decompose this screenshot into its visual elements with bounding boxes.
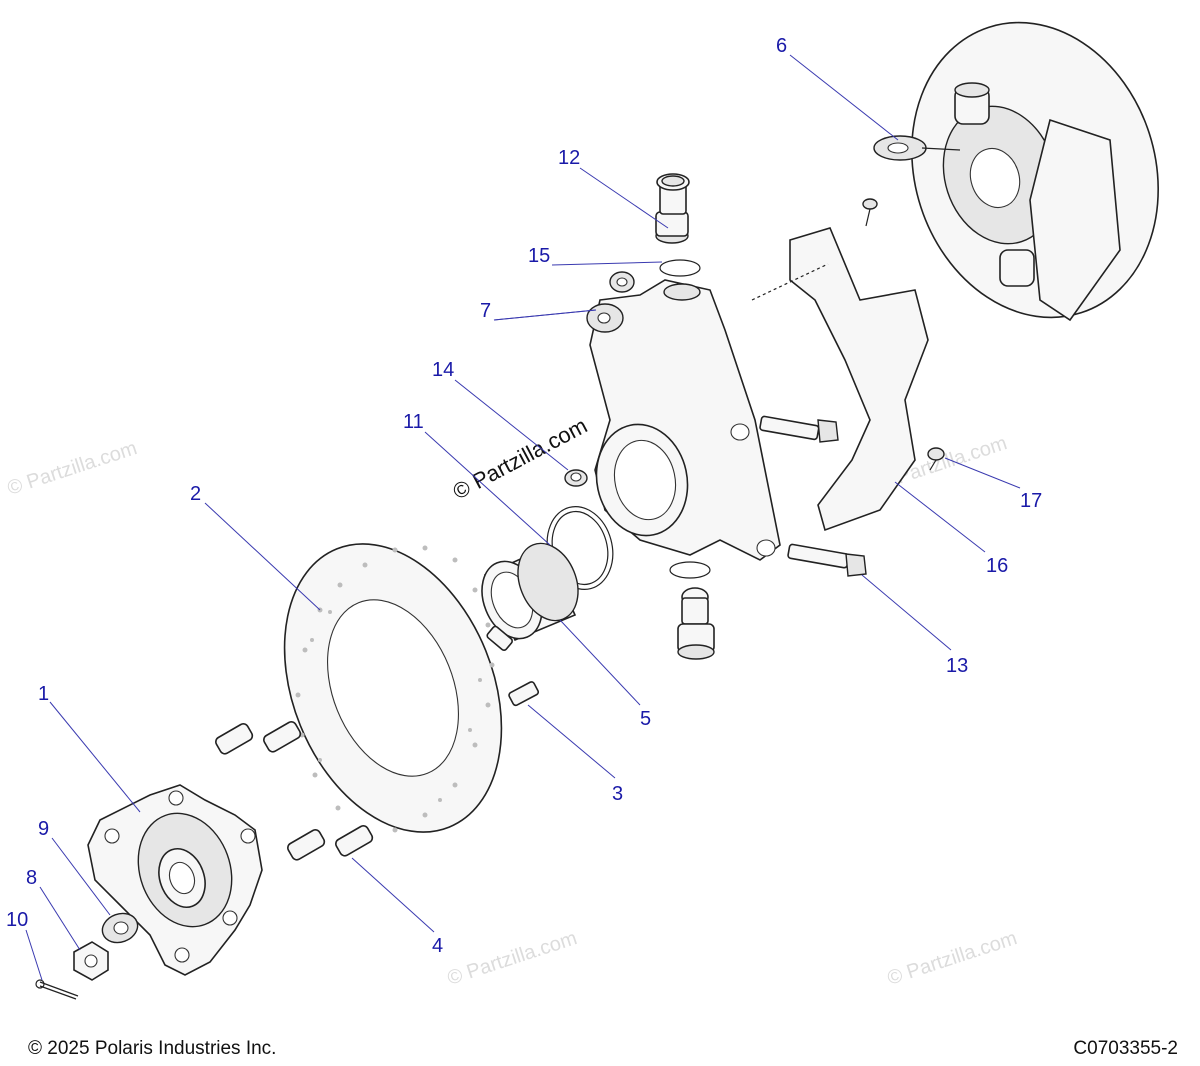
leader-13 [861,574,952,651]
callout-6: 6 [776,35,787,57]
part-13-bolts [759,415,867,577]
part-12-ball-joint-upper [655,173,690,244]
part-14-bushing [564,469,588,487]
watermark-faint-1: © Partzilla.com [5,437,140,500]
callout-14: 14 [432,359,454,381]
leader-5 [559,619,641,706]
leader-15 [551,261,663,266]
part-15-snap-ring [659,259,701,277]
callout-4: 4 [432,935,443,957]
callout-9: 9 [38,818,49,840]
callout-8: 8 [26,867,37,889]
part-2-brake-disc [283,543,503,833]
part-16-caliper-bracket [751,198,929,532]
leader-3 [527,704,616,779]
part-8-castle-nut [73,941,109,981]
leader-1 [49,701,141,813]
callout-7: 7 [480,300,491,322]
leader-4 [351,857,435,933]
leader-2 [204,502,321,611]
callout-1: 1 [38,683,49,705]
leader-11 [424,431,551,546]
leader-14 [454,379,569,471]
leader-12 [579,167,669,229]
drawing-number: C0703355-2 [1073,1038,1178,1059]
callout-17: 17 [1020,490,1042,512]
part-10-cotter-pin [35,979,79,1000]
leader-6 [789,54,899,141]
leader-9 [51,837,111,916]
callout-16: 16 [986,555,1008,577]
part-4-studs [215,721,374,861]
callout-2: 2 [190,483,201,505]
part-9-washer [101,912,139,944]
callout-11: 11 [403,411,424,433]
leader-10 [25,929,43,981]
part-1-wheel-hub [87,784,263,976]
copyright-notice: © 2025 Polaris Industries Inc. [28,1038,277,1059]
leader-8 [39,886,81,951]
part-5-bearing [481,542,579,642]
callout-numbers: 1 2 3 4 5 6 7 8 9 10 11 12 13 14 15 16 1… [6,35,1042,957]
callout-3: 3 [612,783,623,805]
callout-5: 5 [640,708,651,730]
leader-17 [944,457,1021,489]
part-17-screw [927,447,945,471]
leader-16 [894,481,986,553]
watermark-main: © Partzilla.com [449,413,592,505]
callout-12: 12 [558,147,580,169]
part-6-assembly [873,21,1159,322]
lower-ball-joint [669,561,715,660]
callout-15: 15 [528,245,550,267]
leader-lines [25,54,1021,981]
watermark-faint-2: © Partzilla.com [445,927,580,990]
watermark-faint-3: © Partzilla.com [885,927,1020,990]
part-7-knuckle [586,271,781,561]
callout-13: 13 [946,655,968,677]
callout-10: 10 [6,909,28,931]
